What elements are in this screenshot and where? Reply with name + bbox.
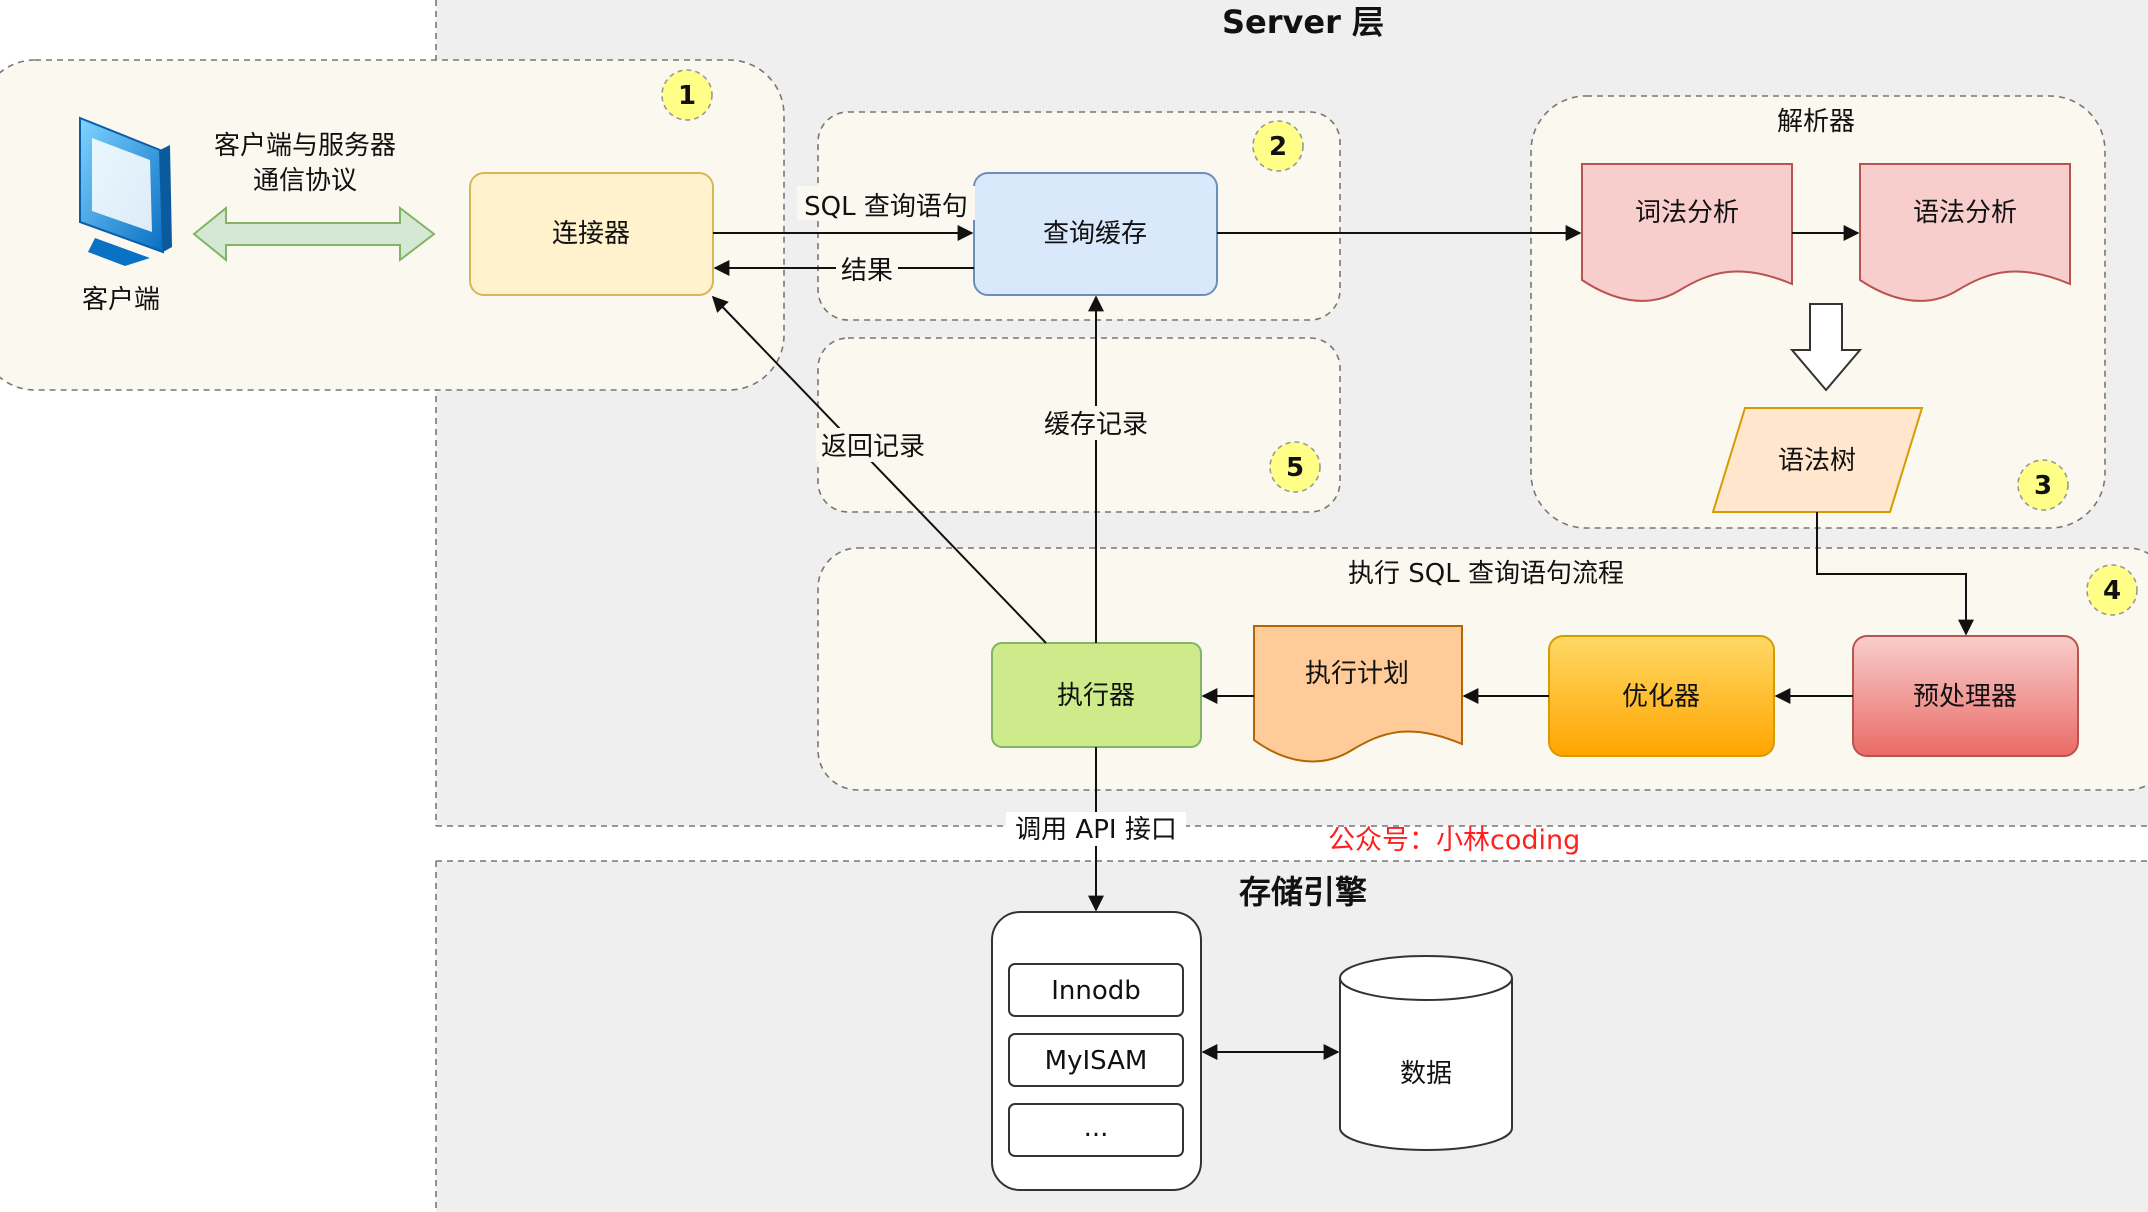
engine-item-innodb-label: Innodb <box>1051 976 1141 1006</box>
return-records-label-bg <box>816 428 930 462</box>
call-api-label: 调用 API 接口 <box>1015 815 1177 845</box>
step-badge-4: 4 <box>2086 564 2138 616</box>
step-badge-5: 5 <box>1269 441 1321 493</box>
protocol-label-line1: 客户端与服务器 <box>214 131 396 161</box>
engine-item-more-label: ... <box>1084 1113 1109 1143</box>
engine-item-more <box>1008 1103 1184 1157</box>
cache-records-label-bg <box>1039 406 1153 440</box>
syntax-tree-label: 语法树 <box>1778 446 1856 476</box>
step-badge-2: 2 <box>1252 120 1304 172</box>
lexical-analysis-doc <box>1581 163 1793 302</box>
connector-label: 连接器 <box>552 219 630 249</box>
data-label: 数据 <box>1400 1059 1452 1089</box>
preprocessor-label: 预处理器 <box>1913 682 2017 712</box>
storage-layer-title: 存储引擎 <box>1239 873 1367 911</box>
step-badge-1: 1 <box>661 69 713 121</box>
cache-records-label: 缓存记录 <box>1044 410 1148 440</box>
protocol-label-line2: 通信协议 <box>253 166 357 196</box>
svg-text:3: 3 <box>2034 471 2052 501</box>
arrow-executor-to-connector <box>711 295 1047 644</box>
svg-text:1: 1 <box>678 81 696 111</box>
syntax-analysis-doc <box>1859 163 2071 302</box>
engine-item-innodb <box>1008 963 1184 1017</box>
executor-label: 执行器 <box>1057 681 1135 711</box>
engine-item-myisam-label: MyISAM <box>1045 1046 1148 1076</box>
optimizer-label: 优化器 <box>1622 682 1700 712</box>
engine-item-myisam <box>1008 1033 1184 1087</box>
execution-plan-label: 执行计划 <box>1305 659 1409 689</box>
query-cache-label: 查询缓存 <box>1043 219 1147 249</box>
computer-monitor-icon <box>79 116 172 266</box>
parse-down-block-arrow <box>1789 303 1863 392</box>
server-layer-title: Server 层 <box>1222 3 1384 41</box>
watermark-text: 公众号：小林coding <box>1328 825 1580 856</box>
step-badge-3: 3 <box>2017 459 2069 511</box>
storage-layer-area <box>436 861 2148 1212</box>
parser-title: 解析器 <box>1777 107 1855 137</box>
storage-layer: 存储引擎 <box>435 860 2148 1212</box>
lexical-analysis-label: 词法分析 <box>1635 198 1739 228</box>
svg-text:5: 5 <box>1286 453 1304 483</box>
data-cylinder <box>1339 955 1513 1151</box>
result-label-bg <box>836 252 898 286</box>
execution-plan-doc <box>1253 625 1463 763</box>
svg-text:2: 2 <box>1269 132 1287 162</box>
return-records-label: 返回记录 <box>821 432 925 462</box>
protocol-double-arrow <box>192 205 436 263</box>
arrow-tree-to-preprocessor <box>1816 512 1974 636</box>
svg-text:4: 4 <box>2103 576 2121 606</box>
call-api-label-bg <box>1006 812 1186 846</box>
client-label: 客户端 <box>82 285 160 315</box>
result-label: 结果 <box>841 256 893 286</box>
exec-flow-title: 执行 SQL 查询语句流程 <box>1348 559 1624 589</box>
sql-query-label: SQL 查询语句 <box>804 192 968 222</box>
syntax-analysis-label: 语法分析 <box>1913 198 2017 228</box>
sql-query-label-bg <box>797 186 975 220</box>
syntax-tree-shape <box>1711 407 1924 513</box>
